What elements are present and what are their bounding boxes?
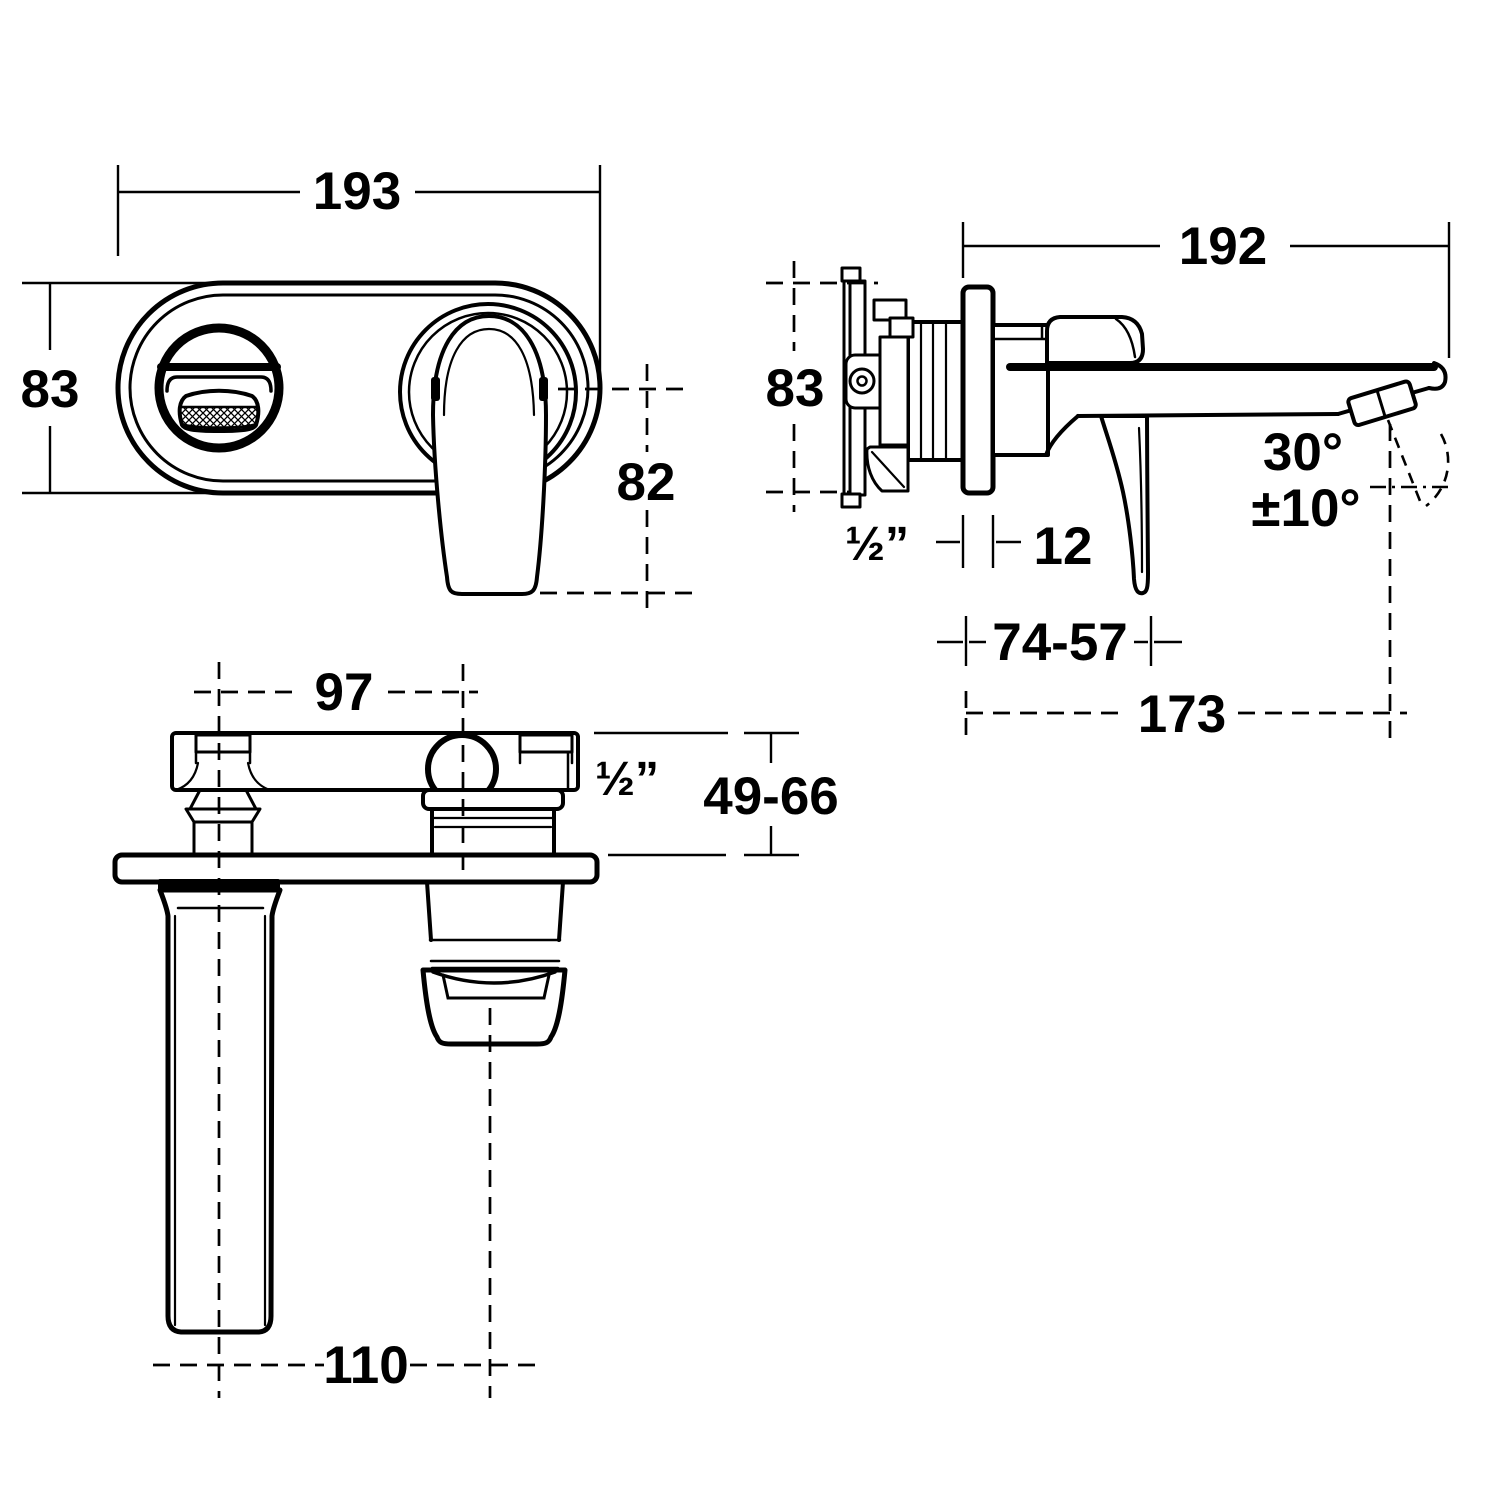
- front-view: 193 83 82: [21, 162, 692, 618]
- front-handle-pivot-tick-right: [539, 377, 548, 401]
- top-wall-plate: [112, 852, 600, 885]
- top-view: 97 ½” 49-66 110: [112, 662, 839, 1398]
- side-cap-accent-curve: [1114, 317, 1137, 359]
- side-body-underside: [991, 414, 1080, 457]
- side-dim-projection-label: 192: [1179, 217, 1267, 276]
- top-handle-barrel-sides: [425, 880, 565, 942]
- side-body: [991, 323, 1050, 457]
- front-handle-pivot-tick-left: [431, 377, 440, 401]
- top-dim-depth-ticks: [744, 731, 799, 857]
- side-aerator-group: [1346, 379, 1418, 428]
- side-spout-underside: [1076, 412, 1340, 418]
- top-dim-110-label: 110: [323, 1336, 409, 1395]
- top-valve-flange: [421, 788, 565, 811]
- top-valve-barrel: [430, 807, 556, 857]
- top-stack-column: [192, 820, 254, 857]
- top-valve-rings: [432, 816, 554, 829]
- front-handle-contour-line: [442, 327, 536, 417]
- front-dim-width-label: 193: [313, 162, 401, 221]
- top-inlet-arcs: [174, 761, 272, 792]
- top-handle-inner-shape: [441, 973, 551, 1000]
- top-stack-flare: [188, 788, 258, 811]
- side-screw-head: [848, 367, 876, 395]
- side-view: 192 83 ½” 12 30° ±10° 74-57 173: [766, 217, 1454, 746]
- top-spout-edge-lines: [173, 914, 267, 1327]
- front-spout-rosette: [154, 323, 284, 453]
- side-cartridge-cap: [1045, 315, 1145, 365]
- top-dim-spacing-label: 97: [315, 663, 374, 722]
- side-angle-tolerance-label: ±10°: [1251, 479, 1360, 538]
- side-lever-inner-line: [1137, 426, 1144, 574]
- front-aerator-knurl-mesh: [181, 407, 257, 430]
- side-angle-arc: [1425, 433, 1450, 508]
- top-handle-dish-curve: [431, 970, 557, 985]
- side-concealed-barrel: [906, 320, 965, 462]
- side-angle-label: 30°: [1263, 423, 1343, 482]
- front-spout-opening-line: [165, 375, 273, 393]
- side-body-tab-lines: [991, 323, 1050, 341]
- front-aerator-bottom-arc: [180, 422, 258, 430]
- side-barrel-ring-lines: [919, 322, 948, 460]
- top-handle-cup: [420, 967, 568, 1047]
- front-dim-drop-label: 82: [617, 453, 676, 512]
- top-inlet-right: [518, 733, 574, 754]
- side-screw-center: [856, 375, 868, 387]
- top-inlet-left-ticks: [194, 750, 252, 765]
- side-dim-reach-label: 173: [1138, 685, 1226, 744]
- top-handle-barrel-rings: [428, 938, 562, 970]
- side-connection-label: ½”: [845, 518, 909, 571]
- side-dim-thickness-label: 12: [1034, 517, 1093, 576]
- side-bracket-cap-bottom: [840, 492, 862, 509]
- side-dim-height-label: 83: [766, 359, 825, 418]
- side-concealed-step: [888, 316, 915, 339]
- side-dim-depth-label: 74-57: [992, 613, 1128, 672]
- top-stack-flange: [184, 807, 262, 824]
- side-wedge-diagonal: [870, 450, 906, 489]
- top-dim-depth-label: 49-66: [703, 767, 839, 826]
- top-inlet-left: [194, 733, 252, 754]
- side-spout-tip-face: [1427, 361, 1448, 391]
- side-aerator-divider: [1375, 388, 1387, 419]
- side-bracket-cap-top: [840, 266, 862, 283]
- front-handle-lever: [431, 314, 548, 596]
- top-inlet-right-ticks: [518, 750, 574, 765]
- front-dim-height-label: 83: [21, 360, 80, 419]
- top-connection-label: ½”: [595, 753, 659, 806]
- top-dim-depth-ext: [594, 731, 728, 857]
- side-angle-tilt-line: [1386, 419, 1422, 502]
- side-escutcheon-plate: [960, 284, 996, 496]
- side-handle-lever: [1099, 414, 1150, 596]
- side-dim-depth-ticks: [964, 616, 1153, 666]
- side-dim-thickness-ext: [961, 515, 995, 568]
- side-concealed-block: [878, 335, 910, 447]
